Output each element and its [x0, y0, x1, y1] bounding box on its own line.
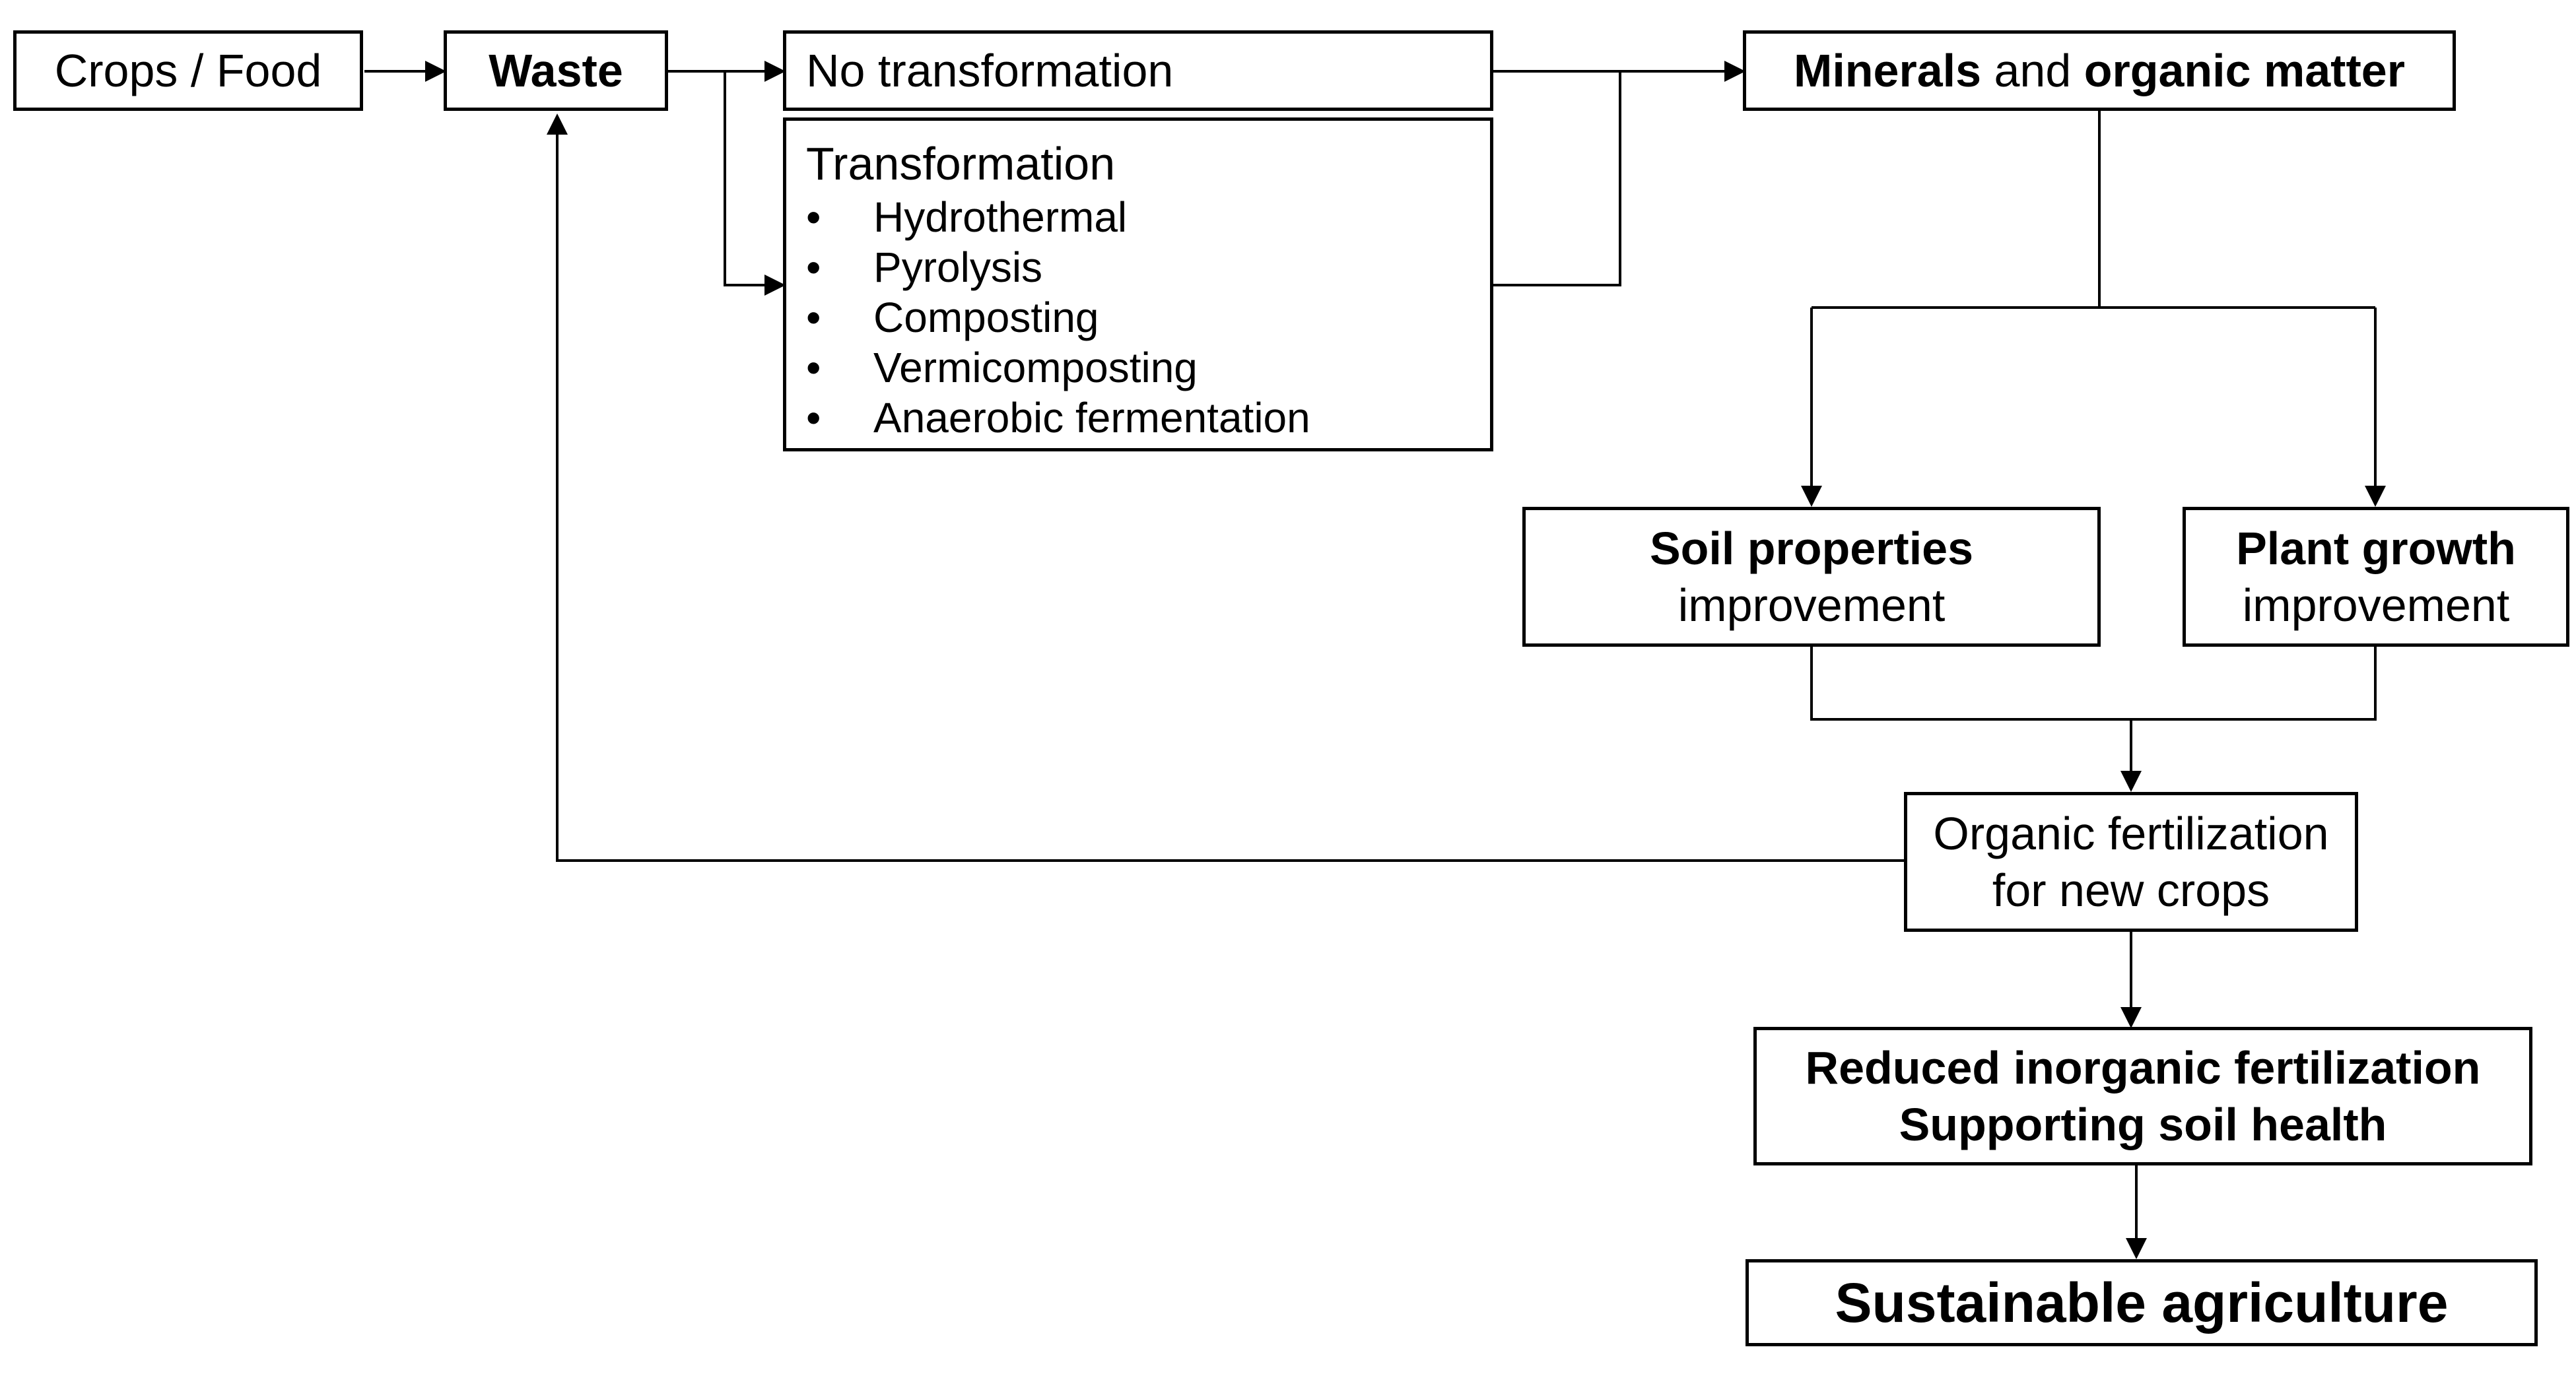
bullet-dot: • — [806, 394, 821, 442]
node-organic-fert-line2: for new crops — [1992, 865, 2270, 916]
node-organic-fertilization: Organic fertilization for new crops — [1904, 792, 2358, 932]
arrow-feedback-to-waste — [547, 114, 1904, 862]
method-label: Hydrothermal — [873, 193, 1128, 241]
node-soil-properties: Soil properties improvement — [1522, 507, 2101, 647]
line-soil-plant-merge — [1810, 647, 2377, 721]
and-text: and — [1981, 45, 2084, 96]
bullet-dot: • — [806, 294, 821, 341]
method-label: Pyrolysis — [873, 244, 1043, 291]
transformation-method-list: • Hydrothermal • Pyrolysis • Composting • Ve… — [806, 192, 1490, 443]
node-no-transformation-label: No transformation — [806, 45, 1174, 96]
node-sustainable-label: Sustainable agriculture — [1835, 1272, 2449, 1334]
bullet-dot: • — [806, 344, 821, 391]
node-reduced-line2: Supporting soil health — [1899, 1099, 2387, 1150]
node-plant-line2: improvement — [2242, 579, 2510, 631]
bullet-dot: • — [806, 193, 821, 241]
node-crops-food: Crops / Food — [13, 30, 363, 111]
node-waste: Waste — [444, 30, 668, 111]
list-item: • Hydrothermal — [806, 192, 1490, 242]
method-label: Composting — [873, 294, 1099, 341]
minerals-text: Minerals — [1794, 45, 1982, 96]
list-item: • Vermicomposting — [806, 343, 1490, 393]
node-reduced-line1: Reduced inorganic fertilization — [1805, 1042, 2481, 1094]
node-minerals-organic-matter: Minerals and organic matter — [1743, 30, 2456, 111]
node-crops-food-label: Crops / Food — [54, 45, 322, 96]
node-plant-line1: Plant growth — [2236, 523, 2516, 574]
node-minerals-label: Minerals and organic matter — [1794, 42, 2405, 99]
node-organic-fert-line1: Organic fertilization — [1933, 808, 2329, 859]
node-soil-line1: Soil properties — [1649, 523, 1974, 574]
node-plant-growth: Plant growth improvement — [2183, 507, 2569, 647]
arrow-waste-to-transformation — [724, 71, 786, 296]
method-label: Anaerobic fermentation — [873, 394, 1310, 442]
node-transformation-title: Transformation — [806, 138, 1116, 189]
node-sustainable-agriculture: Sustainable agriculture — [1746, 1259, 2538, 1346]
node-soil-line2: improvement — [1678, 579, 1946, 631]
node-no-transformation: No transformation — [783, 30, 1493, 111]
list-item: • Pyrolysis — [806, 242, 1490, 292]
bullet-dot: • — [806, 244, 821, 291]
list-item: • Composting — [806, 292, 1490, 343]
node-transformation: Transformation • Hydrothermal • Pyrolysis … — [783, 117, 1493, 451]
organic-matter-text: organic matter — [2084, 45, 2405, 96]
method-label: Vermicomposting — [873, 344, 1198, 391]
node-waste-label: Waste — [489, 45, 623, 96]
list-item: • Anaerobic fermentation — [806, 393, 1490, 443]
node-reduced-inorganic-fertilization: Reduced inorganic fertilization Supporti… — [1753, 1027, 2532, 1165]
line-transformation-to-merge — [1493, 71, 1621, 286]
